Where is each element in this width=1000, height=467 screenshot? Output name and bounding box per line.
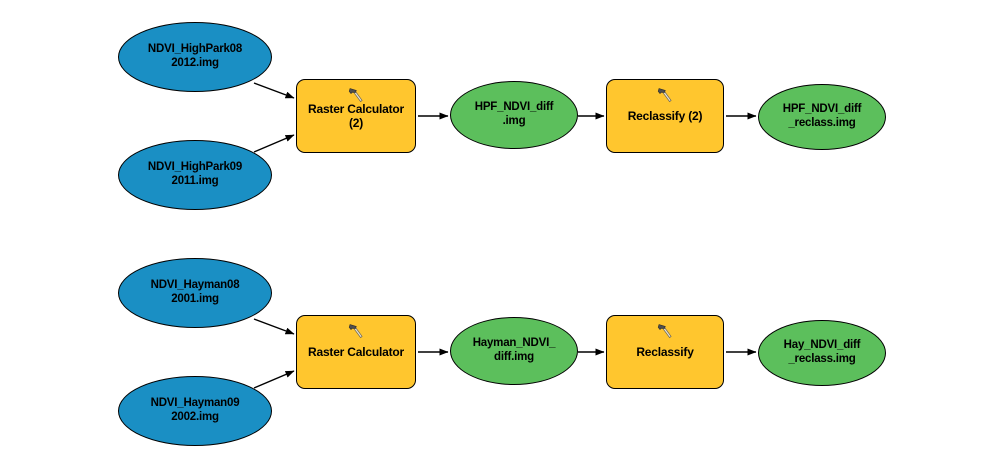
node-label: Hayman_NDVI_ diff.img (472, 337, 556, 363)
model-node-hayman-ndvi-diff-img[interactable]: Hayman_NDVI_ diff.img (450, 317, 578, 385)
model-node-ndvi-hayman09-2002[interactable]: NDVI_Hayman09 2002.img (118, 376, 272, 446)
hammer-icon (657, 324, 672, 339)
node-label: NDVI_HighPark09 2011.img (147, 161, 243, 187)
node-label: HPF_NDVI_diff .img (474, 101, 554, 127)
connector-ndvi-highpark09-2011-to-raster-calculator-2[interactable] (253, 134, 295, 153)
connector-ndvi-hayman08-2001-to-raster-calculator[interactable] (253, 318, 295, 335)
node-label: NDVI_HighPark08 2012.img (147, 43, 243, 69)
model-node-hpf-ndvi-diff-reclass-img[interactable]: HPF_NDVI_diff _reclass.img (758, 84, 886, 150)
model-node-hpf-ndvi-diff-img[interactable]: HPF_NDVI_diff .img (450, 81, 578, 149)
connector-ndvi-highpark08-2012-to-raster-calculator-2[interactable] (253, 82, 295, 99)
hammer-icon (657, 88, 672, 103)
node-label: NDVI_Hayman08 2001.img (150, 279, 240, 305)
hammer-icon (348, 324, 363, 339)
model-node-hay-ndvi-diff-reclass-img[interactable]: Hay_NDVI_diff _reclass.img (758, 320, 886, 386)
node-label: Reclassify (636, 344, 694, 359)
node-label: Reclassify (2) (627, 108, 703, 123)
node-label: Raster Calculator (2) (308, 101, 404, 130)
model-node-ndvi-hayman08-2001[interactable]: NDVI_Hayman08 2001.img (118, 258, 272, 328)
model-node-reclassify-2[interactable]: Reclassify (2) (606, 79, 724, 153)
node-label: NDVI_Hayman09 2002.img (150, 397, 240, 423)
node-label: Raster Calculator (308, 344, 404, 359)
model-node-ndvi-highpark09-2011[interactable]: NDVI_HighPark09 2011.img (118, 140, 272, 210)
connector-ndvi-hayman09-2002-to-raster-calculator[interactable] (253, 370, 295, 389)
model-node-raster-calculator-2[interactable]: Raster Calculator (2) (296, 79, 416, 153)
model-node-reclassify[interactable]: Reclassify (606, 315, 724, 389)
node-label: HPF_NDVI_diff _reclass.img (782, 103, 862, 129)
node-label: Hay_NDVI_diff _reclass.img (783, 339, 861, 365)
model-node-ndvi-highpark08-2012[interactable]: NDVI_HighPark08 2012.img (118, 22, 272, 92)
model-node-raster-calculator[interactable]: Raster Calculator (296, 315, 416, 389)
